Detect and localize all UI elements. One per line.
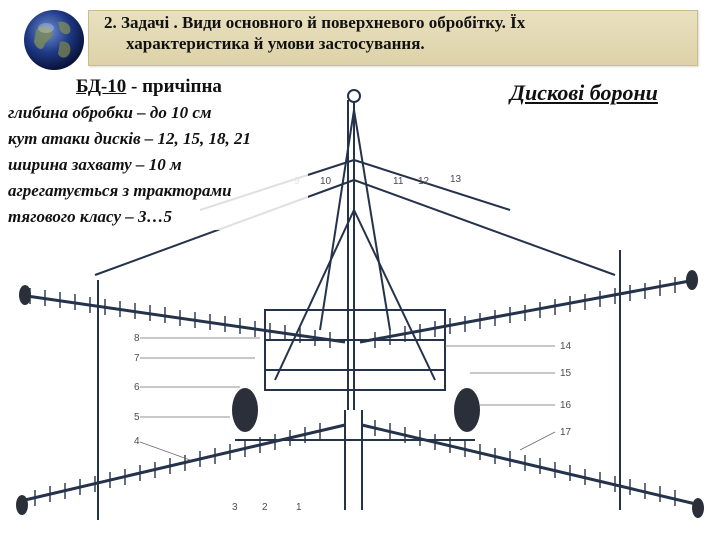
category-title: Дискові борони — [510, 80, 658, 105]
title-banner — [88, 10, 698, 66]
transport-wheels — [16, 270, 704, 518]
title-line-1: 2. Задачі . Види основного й поверхневог… — [104, 13, 526, 32]
callout-labels: 8 7 6 5 4 3 2 1 9 10 11 12 13 14 15 16 1… — [134, 174, 572, 513]
callout-top-12: 12 — [418, 176, 430, 187]
callout-top-11: 11 — [393, 176, 404, 187]
callout-top-13: 13 — [450, 174, 462, 185]
rear-disc-gangs — [34, 420, 676, 506]
spec-attack-angle: кут атаки дисків – 12, 15, 18, 21 — [8, 129, 252, 148]
spec-depth: глибина обробки – до 10 см — [8, 103, 212, 122]
callout-left-5: 5 — [134, 412, 140, 423]
disc-harrow-diagram — [16, 89, 704, 520]
callout-bottom-3: 3 — [232, 502, 238, 513]
callout-top-10: 10 — [320, 176, 332, 187]
spec-working-width: ширина захвату – 10 м — [8, 155, 182, 174]
callout-bottom-2: 2 — [262, 502, 268, 513]
callout-right-15: 15 — [560, 368, 572, 379]
callout-left-7: 7 — [134, 353, 140, 364]
callout-bottom-1: 1 — [296, 502, 302, 513]
callout-right-17: 17 — [560, 427, 572, 438]
callout-left-8: 8 — [134, 333, 140, 344]
spec-tractor-line-2: тягового класу – 3…5 — [8, 207, 173, 226]
machine-type: - причіпна — [126, 76, 222, 97]
machine-model: БД-10 — [76, 76, 127, 97]
callout-right-16: 16 — [560, 400, 572, 411]
spec-list: глибина обробки – до 10 см кут атаки дис… — [8, 100, 308, 230]
callout-left-4: 4 — [134, 436, 140, 447]
slide-title: 2. Задачі . Види основного й поверхневог… — [104, 12, 694, 54]
callout-left-6: 6 — [134, 382, 140, 393]
title-line-2: характеристика й умови застосування. — [126, 34, 425, 53]
spec-tractor-line-1: агрегатується з тракторами — [8, 181, 232, 200]
machine-heading: БД-10 - причіпна — [76, 76, 222, 98]
callout-right-14: 14 — [560, 341, 572, 352]
globe-icon — [24, 10, 84, 70]
